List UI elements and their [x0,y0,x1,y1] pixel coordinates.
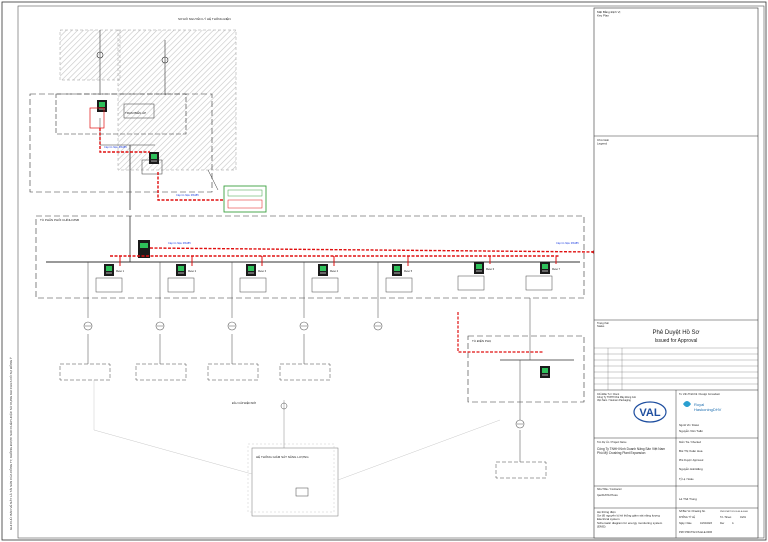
feeder-lines [59,262,553,381]
project-label: Tên Dự Án / Project Name [597,441,627,444]
meter-signal-drops [119,256,557,266]
sub-panel-label: TỦ ĐIỆN PHỤ [472,338,491,343]
sheet-label: Tờ / Sheet [720,516,732,519]
meter-icon [97,100,107,112]
rev-label: Rev [720,522,725,525]
date-label: Ngày / Date [679,522,692,525]
cable-label-1: Cáp tín hiệu RS485 [104,145,127,149]
checked-label: Kiểm Tra / Checked [679,441,702,444]
cable-label-4: Cáp tín hiệu RS485 [556,241,579,245]
meter-icon [104,264,114,276]
meter-icon [540,262,550,274]
meter-label-5: Meter 5 [404,270,413,273]
meter-label-7: Meter 7 [552,268,561,271]
footer-note: PMY-PMCT02-FS-ELE-0006 [720,511,749,513]
top-note: SƠ ĐỒ NGUYÊN LÝ HỆ THỐNG ĐIỆN [178,16,231,21]
feeder-meters: Meter 1 Meter 2 Meter 3 Meter 4 Meter 5 … [104,262,561,276]
sub-panel: TỦ ĐIỆN PHỤ [467,298,585,479]
meter-icon [392,264,402,276]
scale-label: Tỷ Lệ / Scale [679,478,694,481]
sheet-value: 01/01 [740,516,747,519]
meter-icon [176,264,186,276]
meter-label-2: Meter 2 [188,270,197,273]
meter-label-4: Meter 4 [330,270,339,273]
load-icon [299,321,309,331]
cable-label-2: Cáp tín hiệu RS485 [176,193,199,197]
checked-name: Bùi Thị Xuân Hoa [679,449,703,453]
project-name: Công Ty TNHH Kinh Doanh Năng Sản Việt Na… [597,447,665,455]
upper-signal-cable [99,128,228,201]
date-value: 10/04/2023 [700,522,713,525]
load-icon [83,321,93,331]
meter-icon [246,264,256,276]
monitoring-gateway-box [223,185,267,213]
transformer-area: TRẠM BIẾN ÁP [29,29,237,210]
load-icon [515,419,525,429]
meter-icon [149,152,159,164]
meter-label-1: Meter 1 [116,270,125,273]
bus-signal-cable [110,247,597,257]
load-icon [373,321,383,331]
consultant-label: Tư Vấn Thiết Kế / Design Consultant [679,393,720,396]
val-logo: VAL [633,401,667,423]
drawn-label: Người Vẽ / Drawn [679,424,700,427]
upper-group-label: TRẠM BIẾN ÁP [125,110,146,115]
left-vertical-note: GHI CHÚ: BẢN VẼ NÀY LÀ TÀI SẢN CỦA CÔNG … [8,357,13,530]
approved-label: Phê Duyệt / Approved [679,459,704,462]
doc-no-label: Số Bản Vẽ / Drawing No. [679,510,706,513]
meter-label-3: Meter 3 [258,270,267,273]
svg-text:VAL: VAL [639,407,660,419]
monitoring-system: HỆ THỐNG GIÁM SÁT NĂNG LƯỢNG ĐẦU CẮP ĐIỆ… [93,380,501,517]
engineer-name: Lê Thế Trung [679,497,697,501]
contractor-label: Nhà Thầu / Contractor [597,488,622,491]
meter-icon [318,264,328,276]
contractor-name: IperDATA Pluss [597,493,618,497]
drawn-name: Nguyễn Văn Tuấn [679,428,703,433]
approval-title-en: Issued for Approval [655,338,698,344]
bus-label: TỦ PHÂN PHỐI CHÍNH MSB [40,217,79,222]
upgrade-tag: ĐẦU CẮP ĐIỆN MỚI [232,400,257,405]
load-icon [227,321,237,331]
meter-label-6: Meter 6 [486,268,495,271]
meter-icon [474,262,484,274]
approval-title-vi: Phê Duyệt Hồ Sơ [653,330,700,336]
cable-label-3: Cáp tín hiệu RS485 [168,241,191,245]
approved-name: Nguyễn Hải Đăng [679,466,703,471]
doc-no-value: PMY-PMCT02-FS-ELE-0006 [679,530,713,534]
meter-icon [540,366,550,378]
monitoring-label: HỆ THỐNG GIÁM SÁT NĂNG LƯỢNG [256,454,309,459]
main-distribution-panel: TỦ PHÂN PHỐI CHÍNH MSB [35,215,585,299]
scale-value: KHÔNG TỶ LỆ [679,516,695,519]
load-icon [155,321,165,331]
rev-value: A [732,522,734,525]
